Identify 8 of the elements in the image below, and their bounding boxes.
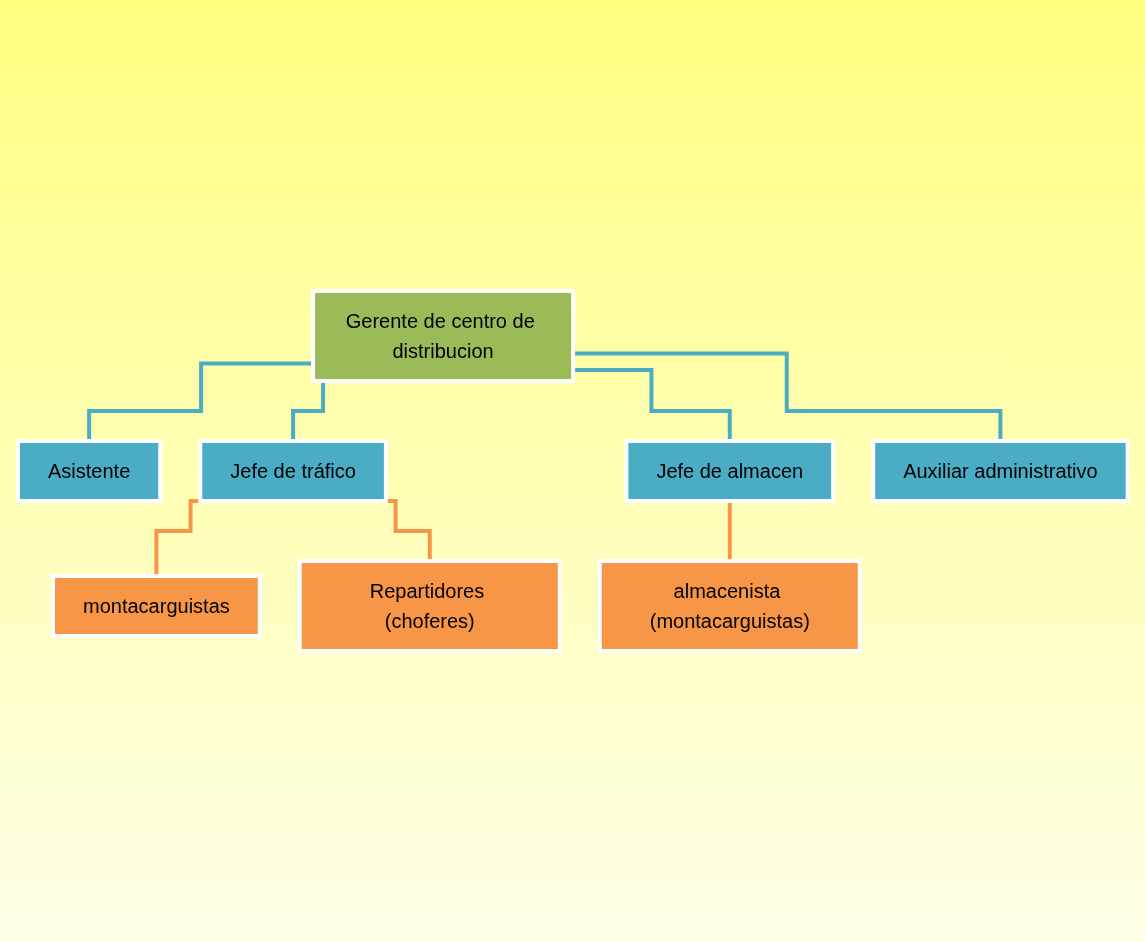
node-box: Asistente bbox=[15, 439, 162, 503]
node-box: montacarguistas bbox=[50, 574, 262, 638]
node-box: Jefe de almacen bbox=[624, 439, 835, 503]
node-box: almacenista (montacarguistas) bbox=[597, 559, 862, 653]
node-box: Auxiliar administrativo bbox=[870, 439, 1130, 503]
node-box: Repartidores (choferes) bbox=[297, 559, 562, 653]
node-box: Jefe de tráfico bbox=[197, 439, 388, 503]
node-box: Gerente de centro de distribucion bbox=[310, 289, 575, 383]
